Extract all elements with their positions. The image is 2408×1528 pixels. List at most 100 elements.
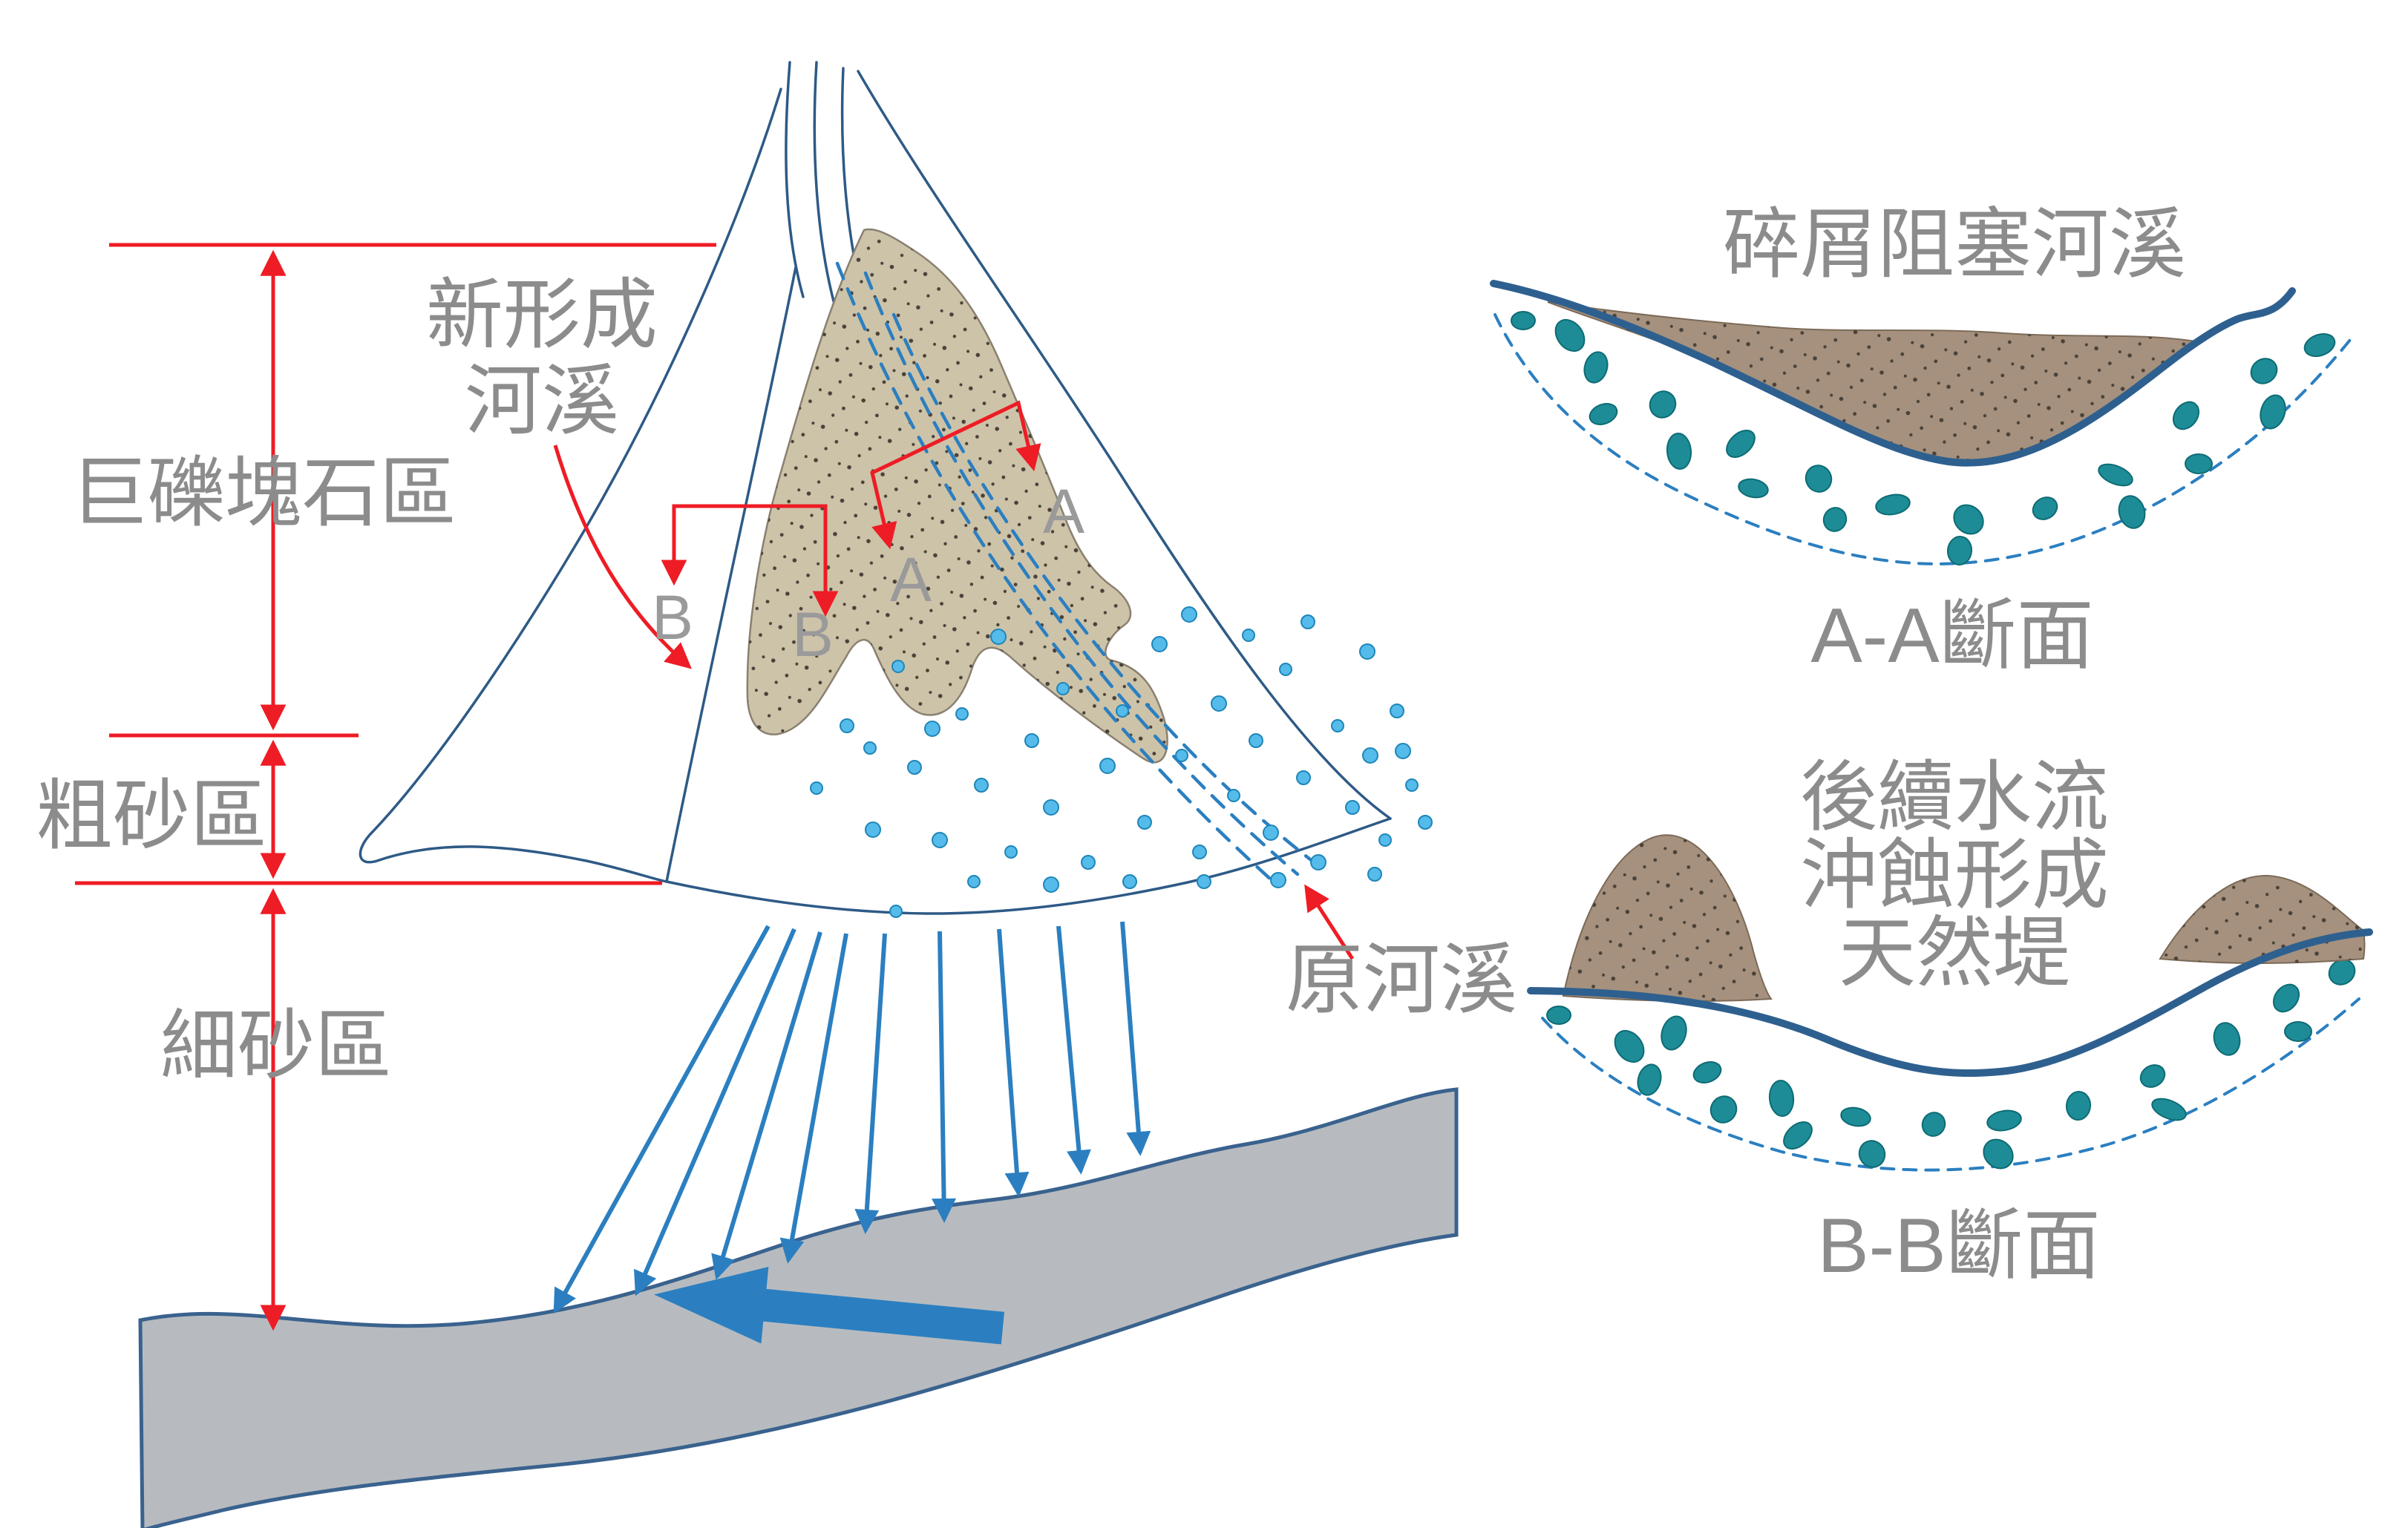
- sediment-dot: [1056, 682, 1070, 695]
- sediment-dot: [1004, 845, 1018, 859]
- section-b-valley-surface: [1527, 928, 2373, 1077]
- gravel-pebble: [1710, 1095, 1738, 1124]
- gravel-pebble: [2213, 1022, 2241, 1056]
- gravel-pebble: [1637, 1063, 1662, 1096]
- gravel-pebble: [2185, 453, 2213, 475]
- river: [138, 1087, 1459, 1528]
- sediment-dot: [1116, 704, 1129, 718]
- flow-arrow: [1120, 921, 1151, 1156]
- sediment-dot: [1418, 815, 1433, 830]
- original-stream-arrow: [1304, 884, 1355, 960]
- section-a-title: 碎屑阻塞河溪: [1723, 202, 2186, 288]
- sediment-dot: [1405, 778, 1419, 792]
- gravel-layer-a: [1511, 311, 2336, 565]
- sediment-dot: [1270, 872, 1286, 888]
- debris-fan: [359, 61, 1433, 1314]
- sediment-dot: [1263, 824, 1279, 841]
- section-a-caption: A-A斷面: [1810, 593, 2093, 679]
- section-b-levee-left-texture: [1563, 835, 1771, 1001]
- gravel-pebble: [2250, 358, 2278, 384]
- a-section-bracket: [870, 400, 1041, 550]
- sediment-dot: [1359, 643, 1375, 660]
- gravel-pebble: [1858, 1140, 1886, 1168]
- zone-measurements: [75, 243, 716, 1331]
- fan-right-edge: [857, 70, 1392, 820]
- sediment-dot: [1043, 799, 1059, 816]
- fan-left-edge: [359, 88, 1392, 915]
- gravel-pebble: [1589, 403, 1618, 425]
- flow-arrow: [553, 925, 771, 1314]
- sediment-dot: [1367, 867, 1382, 882]
- sediment-dots: [810, 606, 1433, 918]
- flow-arrow: [779, 933, 848, 1264]
- flow-arrow: [1056, 925, 1091, 1175]
- sediment-dot: [1331, 719, 1344, 732]
- sediment-dot: [1345, 800, 1360, 815]
- gravel-pebble: [1661, 1015, 1687, 1051]
- sediment-dot: [840, 718, 854, 733]
- sediment-dot: [1043, 876, 1059, 893]
- debris-deposit-texture: [747, 229, 1168, 763]
- sediment-dot: [1362, 747, 1378, 764]
- original-stream-label: 原河溪: [1286, 937, 1517, 1023]
- gravel-pebble: [2284, 1020, 2312, 1043]
- gravel-pebble: [1946, 536, 1973, 565]
- sediment-dot: [924, 721, 940, 737]
- sediment-dot: [990, 629, 1007, 645]
- sediment-dot: [1137, 815, 1152, 830]
- gravel-pebble: [1614, 1029, 1645, 1063]
- gravel-pebble: [2260, 394, 2286, 430]
- sediment-dot: [1181, 606, 1197, 623]
- gravel-pebble: [1666, 433, 1692, 470]
- gravel-pebble: [1726, 429, 1756, 459]
- callout-arrows: [553, 400, 1355, 960]
- sediment-dot: [967, 875, 981, 888]
- sediment-dot: [865, 822, 881, 838]
- gravel-pebble: [1986, 1109, 2022, 1132]
- sediment-dot: [889, 905, 903, 918]
- sediment-dot: [1211, 695, 1227, 712]
- section-b-caption: B-B斷面: [1817, 1203, 2100, 1289]
- river-flow-arrow: [654, 1266, 1005, 1345]
- flow-arrow: [997, 928, 1030, 1197]
- b-section-bracket: [661, 504, 839, 617]
- buried-channel-line: [863, 271, 1300, 876]
- marker-a-lower: A: [890, 545, 932, 614]
- section-b-levee-right-texture: [2160, 875, 2365, 963]
- sediment-dot: [891, 660, 905, 673]
- gravel-pebble: [1768, 1080, 1795, 1117]
- gravel-pebble: [2172, 401, 2200, 430]
- sediment-dot: [810, 781, 823, 795]
- sediment-dot: [1192, 845, 1207, 859]
- gravel-pebble: [2328, 959, 2356, 986]
- gravel-pebble: [1783, 1121, 1813, 1150]
- gravel-layer-b: [1546, 959, 2356, 1170]
- gravel-pebble: [1840, 1106, 1871, 1127]
- flow-arrow: [932, 931, 957, 1223]
- marker-b-right: B: [792, 600, 834, 669]
- new-stream-arrow: [553, 445, 692, 669]
- sediment-dot: [1151, 636, 1168, 652]
- sediment-dot: [955, 707, 969, 721]
- sediment-dot: [1081, 855, 1096, 870]
- flow-arrow: [633, 928, 796, 1296]
- zone-label-boulder: 巨礫塊石區: [71, 450, 457, 537]
- gravel-pebble: [1983, 1138, 2014, 1170]
- gravel-pebble: [2098, 463, 2133, 487]
- cross-section-b: 後續水流 沖蝕形成 天然堤 B-B斷面: [1527, 755, 2373, 1289]
- sediment-dot: [1390, 704, 1404, 718]
- gravel-pebble: [2032, 496, 2058, 520]
- gravel-pebble: [1822, 507, 1848, 532]
- sediment-dot: [907, 760, 922, 775]
- sediment-dot: [863, 741, 877, 755]
- marker-a-upper: A: [1043, 476, 1084, 546]
- gravel-pebble: [1692, 1061, 1722, 1083]
- sediment-dot: [974, 778, 989, 793]
- sediment-dot: [932, 832, 948, 848]
- fan-inner-edge: [665, 266, 797, 883]
- gravel-pebble: [2272, 983, 2300, 1013]
- flow-arrow: [854, 933, 887, 1234]
- gravel-pebble: [2303, 333, 2336, 357]
- gravel-pebble: [2118, 495, 2146, 529]
